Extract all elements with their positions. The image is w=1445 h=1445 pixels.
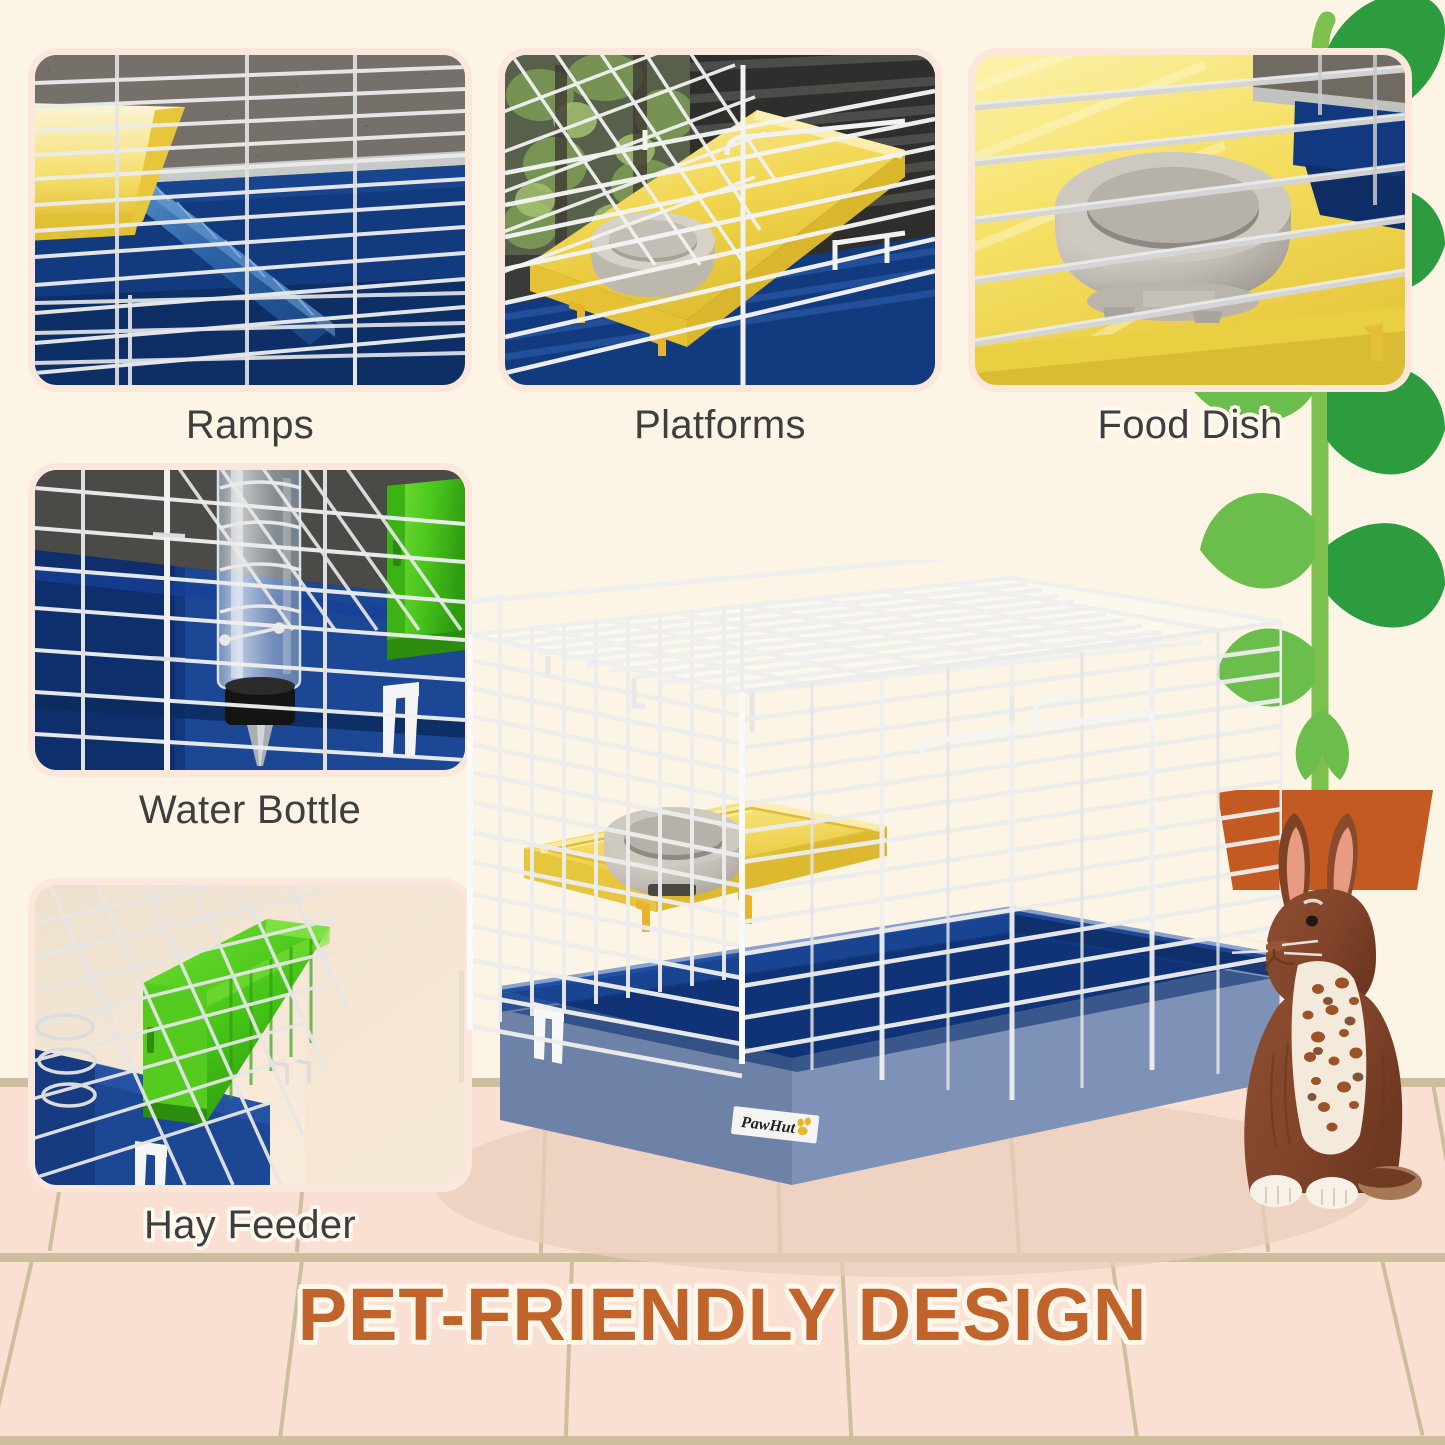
rabbit-whiskers [1232, 934, 1323, 957]
pawhut-brand-label: PawHut [731, 1106, 820, 1144]
rabbit-nose [1266, 940, 1290, 952]
water-bottle-photo [35, 470, 465, 770]
cage-top-lid [467, 560, 1282, 732]
feature-card-ramps[interactable] [35, 55, 465, 385]
cage-base-right [792, 958, 1282, 1185]
feature-card-platforms[interactable] [505, 55, 935, 385]
rabbit-paws [1250, 1166, 1422, 1209]
platforms-photo [505, 55, 935, 385]
platform-clip [636, 900, 650, 932]
feature-card-water-bottle[interactable] [35, 470, 465, 770]
cage-base-front [500, 990, 792, 1185]
feature-card-hay-feeder[interactable] [35, 885, 465, 1185]
caption-food-dish: Food Dish [1097, 403, 1283, 447]
rabbit-illustration [1232, 813, 1422, 1209]
caption-ramps: Ramps [185, 403, 315, 447]
caption-water-bottle: Water Bottle [138, 788, 362, 832]
product-cage-illustration[interactable]: PawHut [452, 560, 1282, 1240]
caption-hay-feeder: Hay Feeder [144, 1203, 356, 1247]
cage-door-frame [919, 694, 1155, 760]
pawhut-logo-text: PawHut [739, 1114, 796, 1137]
hay-feeder-photo [35, 885, 465, 1185]
page-title: PET-FRIENDLY DESIGN [297, 1273, 1148, 1356]
ramps-photo [35, 55, 465, 385]
rabbit-spots [1302, 977, 1363, 1132]
food-dish-photo [975, 55, 1405, 385]
rabbit-chest [1291, 961, 1367, 1155]
cage-corner-post [467, 635, 745, 1064]
cage-front-panel [469, 657, 743, 1079]
caption-platforms: Platforms [634, 403, 806, 447]
rabbit-ears [1278, 813, 1358, 907]
floor-grout-band-bottom [0, 1436, 1445, 1445]
rabbit-eye [1306, 915, 1318, 927]
feature-card-food-dish[interactable] [975, 55, 1405, 385]
